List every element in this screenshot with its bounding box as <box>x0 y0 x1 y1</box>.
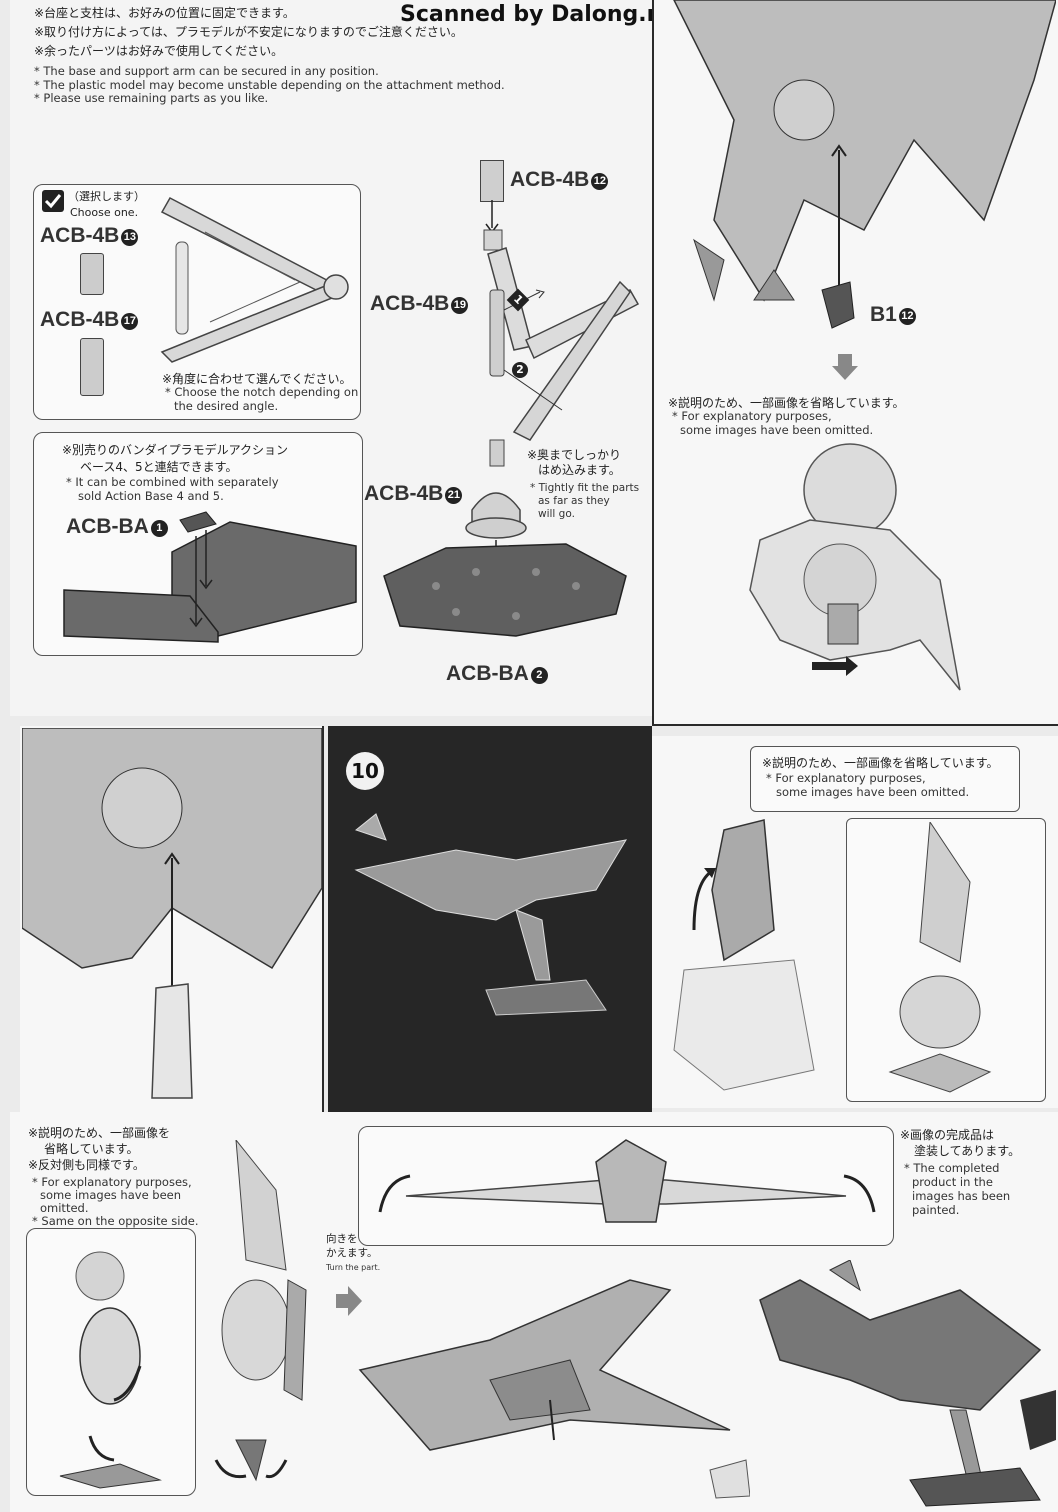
fit-en-2: as far as they <box>538 495 610 507</box>
model-front-illustration <box>749 443 961 691</box>
leg-fold-illustration <box>59 1251 162 1489</box>
flight-mode-illustration <box>358 1279 750 1499</box>
turn-en: Turn the part. <box>326 1263 381 1272</box>
turn-arrow <box>334 1284 364 1318</box>
turn-jp-2: かえます。 <box>326 1247 378 1259</box>
bottom-left-jp-2: 省略しています。 <box>44 1142 139 1156</box>
fit-en-1: * Tightly fit the parts <box>530 482 640 494</box>
notch-en-2: the desired angle. <box>174 399 279 413</box>
notch-arm-illustration <box>160 197 349 363</box>
painted-en-2: product in the <box>912 1175 993 1189</box>
painted-jp-2: 塗装してあります。 <box>914 1144 1021 1158</box>
bottom-left-en-3: omitted. <box>40 1201 89 1215</box>
choose-en: Choose one. <box>70 206 139 219</box>
top-notes: ※台座と支柱は、お好みの位置に固定できます。 ※取り付け方によっては、プラモデル… <box>34 6 594 106</box>
part-acb4b-12 <box>480 160 504 202</box>
fit-jp-1: ※奥までしっかり <box>527 448 622 462</box>
stand-base-illustration <box>383 492 627 637</box>
step-number-10: 10 <box>346 752 384 790</box>
part-acb4b-17 <box>80 338 104 396</box>
painted-en-4: painted. <box>912 1203 960 1217</box>
note-en-2: * The plastic model may become unstable … <box>34 77 505 92</box>
combine-en-1: * It can be combined with separately <box>66 475 279 489</box>
action-base-connection-illustration <box>63 511 357 643</box>
note-jp-2: ※取り付け方によっては、プラモデルが不安定になりますのでご注意ください。 <box>34 25 463 39</box>
turn-jp-1: 向きを <box>326 1233 358 1245</box>
completed-model-illustration <box>759 1260 1056 1507</box>
combine-en-2: sold Action Base 4 and 5. <box>78 489 224 503</box>
right-top-en-1: * For explanatory purposes, <box>672 409 832 423</box>
fit-jp-2: はめ込みます。 <box>538 463 621 477</box>
model-closeup-illustration <box>22 728 322 1099</box>
part-acb4b-13 <box>80 253 104 295</box>
note-en-1: * The base and support arm can be secure… <box>34 64 379 78</box>
step10-jp: ※説明のため、一部画像を省略しています。 <box>762 756 999 770</box>
painted-en-1: * The completed <box>904 1161 1000 1175</box>
choose-jp: （選択します） <box>68 190 145 203</box>
combine-jp-1: ※別売りのバンダイプラモデルアクション <box>62 443 289 457</box>
wing-span-illustration <box>378 1139 876 1223</box>
watermark: Scanned by Dalong.net <box>400 2 688 27</box>
step10-en-1: * For explanatory purposes, <box>766 771 926 785</box>
model-upper-illustration <box>673 0 1056 329</box>
combine-jp-2: ベース4、5と連結できます。 <box>80 460 238 474</box>
step10-en-2: some images have been omitted. <box>776 785 970 799</box>
wing-rotate-illustration <box>673 819 815 1091</box>
note-jp-1: ※台座と支柱は、お好みの位置に固定できます。 <box>34 6 295 20</box>
step-10-model-illustration <box>354 813 627 1016</box>
note-en-3: * Please use remaining parts as you like… <box>34 91 269 105</box>
right-top-en-2: some images have been omitted. <box>680 423 874 437</box>
support-arm-illustration <box>483 200 640 467</box>
fit-en-3: will go. <box>538 508 575 520</box>
bottom-left-jp-1: ※説明のため、一部画像を <box>28 1126 171 1140</box>
mark-2: 2 <box>512 362 528 378</box>
bottom-left-jp-3: ※反対側も同様です。 <box>28 1158 145 1172</box>
right-top-jp: ※説明のため、一部画像を省略しています。 <box>668 396 905 410</box>
explanatory-note-box <box>750 746 1020 812</box>
bottom-left-en-4: * Same on the opposite side. <box>32 1214 199 1228</box>
bottom-left-en-2: some images have been <box>40 1188 182 1202</box>
down-arrow <box>830 352 860 382</box>
rotated-model-illustration <box>888 822 992 1093</box>
choose-icon <box>42 190 64 212</box>
notch-en-1: * Choose the notch depending on <box>165 385 359 399</box>
notch-jp: ※角度に合わせて選んでください。 <box>162 372 352 386</box>
painted-jp-1: ※画像の完成品は <box>900 1128 995 1142</box>
note-jp-3: ※余ったパーツはお好みで使用してください。 <box>34 44 284 58</box>
painted-en-3: images has been <box>912 1189 1011 1203</box>
leg-fold-front-illustration <box>214 1140 307 1482</box>
bottom-left-en-1: * For explanatory purposes, <box>32 1175 192 1189</box>
